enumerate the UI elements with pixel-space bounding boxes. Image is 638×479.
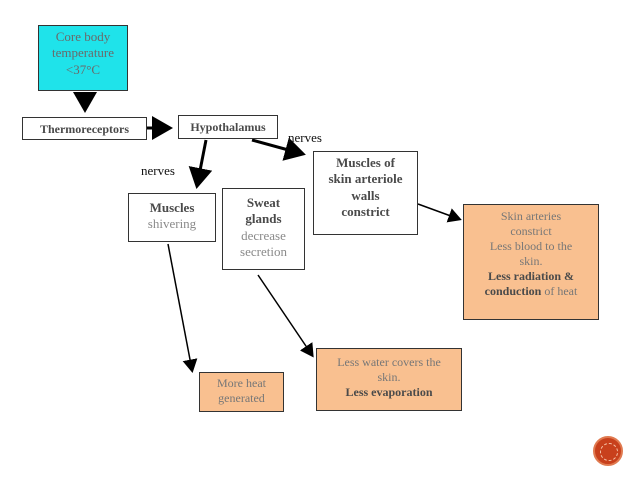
sweat-glands-box: Sweat glands decrease secretion (222, 188, 305, 270)
arteriole-line-1: Muscles of (336, 155, 395, 170)
thermoreceptors-box: Thermoreceptors (22, 117, 147, 140)
skin-arteries-line-4: skin. (519, 254, 543, 268)
more-heat-box: More heat generated (199, 372, 284, 412)
muscles-line-2: shivering (147, 216, 197, 232)
skin-arteries-line-2: constrict (510, 224, 552, 238)
core-line-1: Core body (55, 29, 111, 44)
sweat-line-3: decrease (241, 227, 286, 243)
skin-arteries-line-5: Less radiation & (487, 269, 574, 283)
arteriole-line-2: skin arteriole (328, 171, 403, 187)
arteriole-box: Muscles of skin arteriole walls constric… (313, 151, 418, 235)
sweat-line-1: Sweat (246, 195, 281, 210)
core-line-2: temperature (51, 45, 115, 61)
sweat-line-2: glands (245, 211, 282, 227)
arrow-arteriole-to-skin-arteries (417, 203, 462, 223)
core-line-3: <37°C (65, 61, 101, 77)
arrow-muscles-to-more-heat (167, 243, 198, 373)
arteriole-line-3: walls (351, 187, 380, 203)
more-heat-line-2: generated (218, 391, 265, 405)
arrow-hypothalamus-to-muscles (188, 139, 213, 189)
muscles-shivering-box: Muscles shivering (128, 193, 216, 242)
nerves-label-left: nerves (141, 163, 175, 178)
more-heat-line-1: More heat (217, 376, 266, 390)
hypothalamus-box: Hypothalamus (178, 115, 278, 139)
skin-arteries-line-1: Skin arteries (500, 209, 562, 223)
less-water-line-3: Less evaporation (345, 385, 433, 399)
conduction-word: conduction (484, 284, 542, 298)
thermoreceptors-label: Thermoreceptors (39, 122, 130, 136)
arrow-sweat-to-less-water (257, 274, 314, 358)
core-body-temperature-box: Core body temperature <37°C (38, 25, 128, 91)
skin-arteries-line-3: Less blood to the (489, 239, 573, 253)
arrow-hypothalamus-to-arteriole (251, 137, 306, 161)
sweat-line-4: secretion (240, 243, 287, 259)
hypothalamus-label: Hypothalamus (190, 120, 266, 134)
less-water-box: Less water covers the skin. Less evapora… (316, 348, 462, 411)
arteriole-line-4: constrict (341, 203, 390, 219)
muscles-line-1: Muscles (149, 200, 195, 215)
nerves-label-right: nerves (288, 130, 322, 145)
slide-logo-circle (593, 436, 623, 466)
skin-arteries-box: Skin arteries constrict Less blood to th… (463, 204, 599, 320)
skin-arteries-line-6: conduction of heat (464, 284, 598, 299)
less-water-line-2: skin. (377, 370, 401, 384)
less-water-line-1: Less water covers the (337, 355, 441, 369)
of-heat-words: of heat (541, 284, 578, 298)
